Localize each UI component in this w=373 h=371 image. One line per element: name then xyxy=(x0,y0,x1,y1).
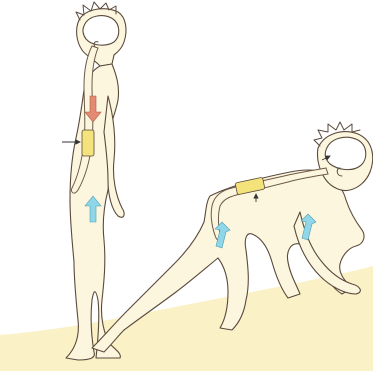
standing-figure xyxy=(62,2,126,360)
standing-brain xyxy=(83,16,119,45)
standing-highlight-segment xyxy=(82,130,94,156)
crawling-brain xyxy=(325,137,366,169)
